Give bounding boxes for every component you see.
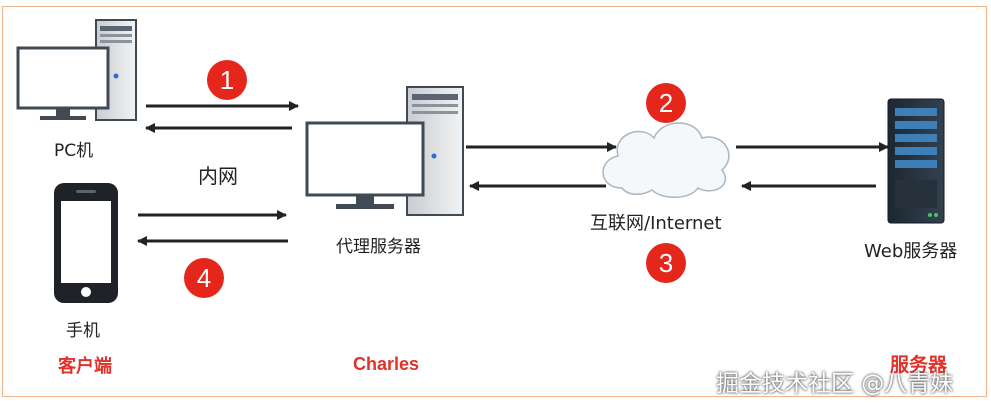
step-badge-2: 2 <box>646 83 686 123</box>
diagram-frame <box>2 6 987 397</box>
arrows <box>137 101 889 246</box>
label-intranet: 内网 <box>198 164 238 188</box>
label-internet: 互联网/Internet <box>590 213 722 234</box>
internet-cloud-icon <box>602 122 730 198</box>
zone-label-server: 服务器 <box>890 354 948 376</box>
zone-label-client: 客户端 <box>58 356 112 377</box>
step-badge-4: 4 <box>184 258 224 298</box>
proxy-server-icon <box>305 86 464 216</box>
step-badge-1: 1 <box>207 60 247 100</box>
zone-label-charles: Charles <box>353 354 420 374</box>
label-pc: PC机 <box>54 141 94 161</box>
mobile-phone-icon <box>54 183 118 303</box>
step-badge-3: 3 <box>646 243 686 283</box>
label-phone: 手机 <box>66 321 100 341</box>
watermark: 掘金技术社区 @八青妹 <box>716 371 954 397</box>
label-proxy: 代理服务器 <box>336 237 421 257</box>
web-server-rack-icon <box>887 98 945 224</box>
label-web-server: Web服务器 <box>864 241 958 262</box>
desktop-pc-icon <box>16 19 137 121</box>
